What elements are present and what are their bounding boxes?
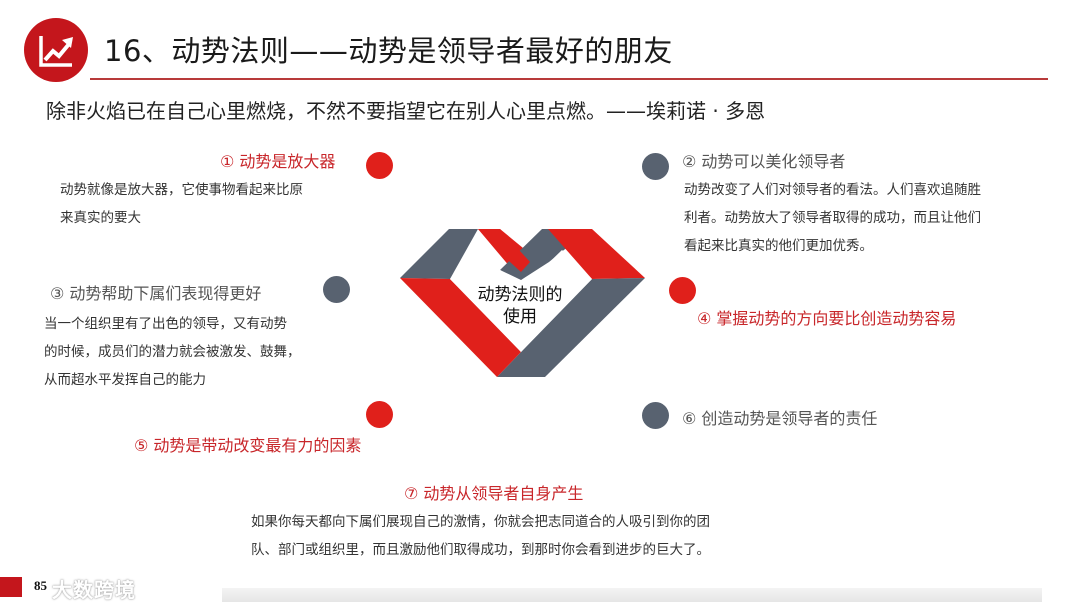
- title-divider: [90, 78, 1048, 80]
- heart-label-line2: 使用: [503, 307, 537, 327]
- point-3-body: 当一个组织里有了出色的领导，又有动势 的时候，成员们的潜力就会被激发、鼓舞， 从…: [44, 310, 364, 394]
- footer-bar: [222, 588, 1042, 602]
- point-2-body: 动势改变了人们对领导者的看法。人们喜欢追随胜 利者。动势放大了领导者取得的成功，…: [684, 176, 1064, 260]
- point-1-body-line: 动势就像是放大器，它使事物看起来比原: [60, 182, 303, 198]
- page-title: 16、动势法则——动势是领导者最好的朋友: [104, 34, 673, 68]
- heart-center-label: 动势法则的 使用: [450, 284, 590, 328]
- point-3-body-line: 从而超水平发挥自己的能力: [44, 372, 206, 388]
- point-3-body-line: 当一个组织里有了出色的领导，又有动势: [44, 316, 287, 332]
- quote-text: 除非火焰已在自己心里燃烧，不然不要指望它在别人心里点燃。——埃莉诺 · 多恩: [46, 99, 766, 123]
- point-1-dot-icon: [366, 152, 393, 179]
- watermark: 大数跨境: [52, 578, 136, 602]
- point-2-body-line: 利者。动势放大了领导者取得的成功，而且让他们: [684, 210, 981, 226]
- trending-chart-icon: [24, 18, 88, 82]
- point-1-body: 动势就像是放大器，它使事物看起来比原 来真实的要大: [60, 176, 360, 232]
- point-6-title: ⑥ 创造动势是领导者的责任: [682, 409, 878, 428]
- point-5-title: ⑤ 动势是带动改变最有力的因素: [134, 436, 362, 455]
- point-2-title: ② 动势可以美化领导者: [682, 152, 846, 171]
- point-2-body-line: 动势改变了人们对领导者的看法。人们喜欢追随胜: [684, 182, 981, 198]
- point-1-body-line: 来真实的要大: [60, 210, 141, 226]
- point-7-body-line: 队、部门或组织里，而且激励他们取得成功，到那时你会看到进步的巨大了。: [251, 542, 710, 558]
- point-7-body-line: 如果你每天都向下属们展现自己的激情，你就会把志同道合的人吸引到你的团: [251, 514, 710, 530]
- point-6-dot-icon: [642, 402, 669, 429]
- point-4-dot-icon: [669, 277, 696, 304]
- point-2-body-line: 看起来比真实的他们更加优秀。: [684, 238, 873, 254]
- point-7-title: ⑦ 动势从领导者自身产生: [404, 484, 584, 503]
- page-number: 85: [34, 578, 47, 593]
- point-2-dot-icon: [642, 153, 669, 180]
- point-7-body: 如果你每天都向下属们展现自己的激情，你就会把志同道合的人吸引到你的团 队、部门或…: [251, 508, 831, 564]
- point-1-title: ① 动势是放大器: [220, 152, 336, 171]
- point-3-dot-icon: [323, 276, 350, 303]
- point-4-title: ④ 掌握动势的方向要比创造动势容易: [697, 309, 957, 328]
- footer-accent: [0, 577, 22, 597]
- point-5-dot-icon: [366, 401, 393, 428]
- point-3-body-line: 的时候，成员们的潜力就会被激发、鼓舞，: [44, 344, 301, 360]
- heart-label-line1: 动势法则的: [477, 285, 563, 305]
- point-3-title: ③ 动势帮助下属们表现得更好: [50, 284, 262, 303]
